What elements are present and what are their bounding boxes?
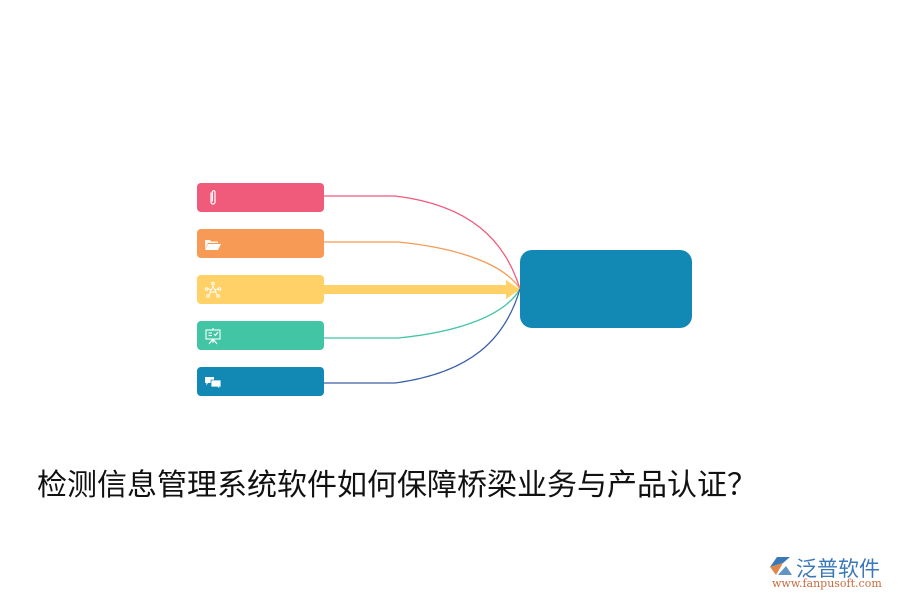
folder-open-icon (204, 235, 222, 253)
brand-logo: 泛普软件 www.fanpusoft.com (768, 553, 893, 593)
chat-bubbles-icon (204, 373, 222, 391)
paperclip-icon (204, 189, 222, 207)
brand-url: www.fanpusoft.com (772, 577, 882, 590)
fanpu-logo-icon (770, 557, 792, 575)
page-title: 检测信息管理系统软件如何保障桥梁业务与产品认证？ (37, 468, 757, 503)
node-presentation (197, 321, 324, 350)
presentation-board-icon (204, 327, 222, 345)
node-network (197, 275, 324, 304)
node-folder (197, 229, 324, 258)
node-attachment (197, 183, 324, 212)
node-chat (197, 367, 324, 396)
brand-name: 泛普软件 (796, 557, 880, 581)
center-node (520, 250, 692, 328)
network-icon (204, 281, 222, 299)
